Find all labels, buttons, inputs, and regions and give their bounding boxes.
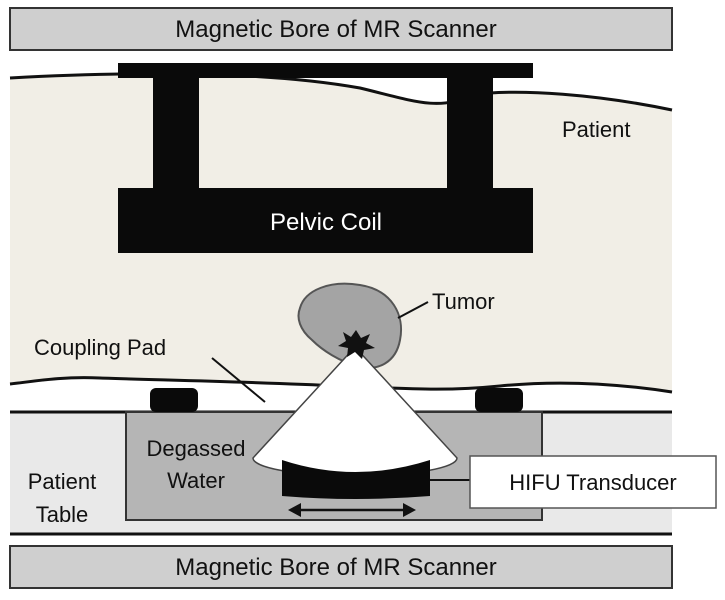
tumor-leader-line [397,301,429,319]
coil-right-post [447,78,493,188]
coil-top-bar [118,63,533,78]
movement-arrow-left-head [288,503,301,517]
patient-table-label-2: Table [36,502,89,527]
hifu-transducer-label: HIFU Transducer [509,470,677,495]
bore-bottom-bar [9,545,673,589]
coil-left-post [153,78,199,188]
coupling-pad-leader-line [211,357,266,403]
bore-bottom-label: Magnetic Bore of MR Scanner [175,554,496,581]
hifu-transducer-label-box [469,455,717,509]
coupling-pad-label: Coupling Pad [34,335,166,360]
degassed-water-label-1: Degassed [146,436,245,461]
hifu-transducer [282,460,430,499]
patient-label: Patient [562,117,631,142]
coupling-pad-left [150,388,198,412]
bore-top-label: Magnetic Bore of MR Scanner [175,16,496,43]
pelvic-coil [118,188,533,253]
movement-arrow-right-head [403,503,416,517]
focal-point [338,330,375,359]
degassed-water-label-2: Water [167,468,225,493]
tumor [297,282,402,369]
patient-table-label-1: Patient [28,469,97,494]
tumor-label: Tumor [432,289,495,314]
coupling-pad-right [475,388,523,412]
bore-top-bar [9,7,673,51]
pelvic-coil-label: Pelvic Coil [270,209,382,236]
